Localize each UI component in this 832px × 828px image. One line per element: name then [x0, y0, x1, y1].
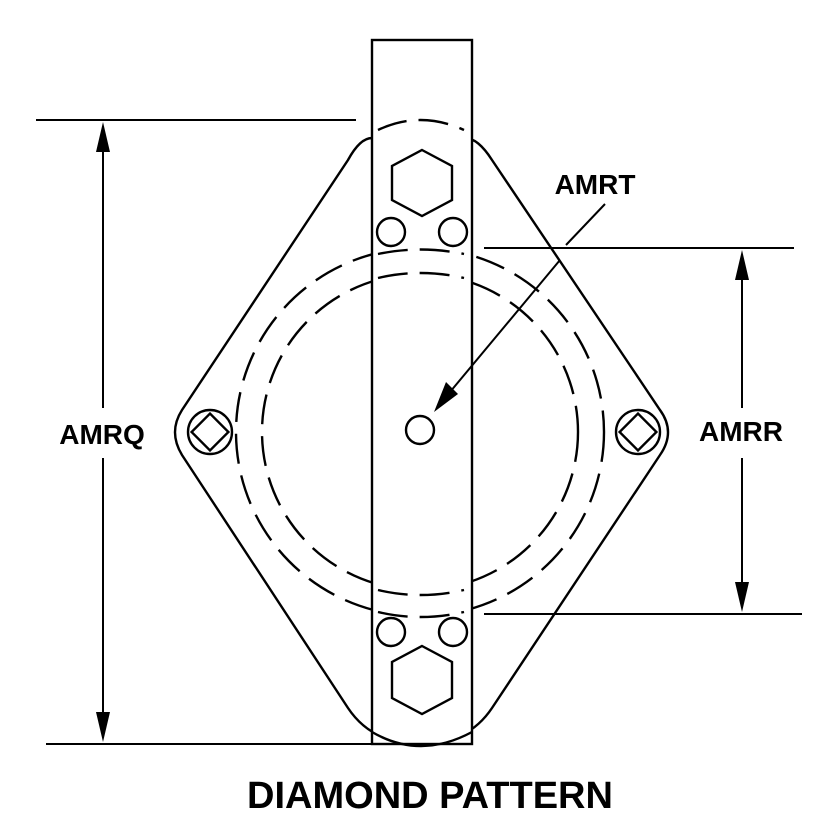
amrt-label: AMRT [555, 169, 636, 200]
strip-top-arc-1 [377, 248, 465, 256]
top-left-hole [375, 216, 407, 248]
amrr-arrow-bottom [735, 582, 749, 612]
top-right-hole [437, 216, 469, 248]
strip-bottom-arc-1 [377, 588, 465, 597]
amrq-arrow-bottom [96, 712, 110, 742]
strip-top-arc-2 [377, 271, 465, 280]
strip-top-dashed-arc [377, 118, 465, 132]
diagram-title: DIAMOND PATTERN [247, 775, 613, 817]
amrr-label: AMRR [699, 416, 783, 447]
amrq-label-bg [46, 408, 160, 458]
inner-dashed-circle [260, 272, 580, 592]
strip-bottom-arc-2 [377, 610, 465, 619]
right-bolt [614, 408, 662, 456]
amrr-arrow-top [735, 250, 749, 280]
strip-bottom-cap [371, 730, 473, 748]
center-hole [404, 414, 436, 446]
bottom-left-hole [375, 616, 407, 648]
amrt-leader-lower [449, 259, 561, 393]
amrq-arrow-top [96, 122, 110, 152]
amrt-arrow [434, 382, 458, 412]
amrr-label-bg [684, 408, 800, 458]
bottom-hex-nut [390, 644, 454, 716]
amrq-label: AMRQ [59, 419, 145, 450]
amrt-leader-upper [565, 203, 606, 246]
vertical-strip [370, 38, 474, 746]
left-bolt [186, 408, 234, 456]
top-hex-nut [390, 148, 454, 218]
bottom-right-hole [437, 616, 469, 648]
